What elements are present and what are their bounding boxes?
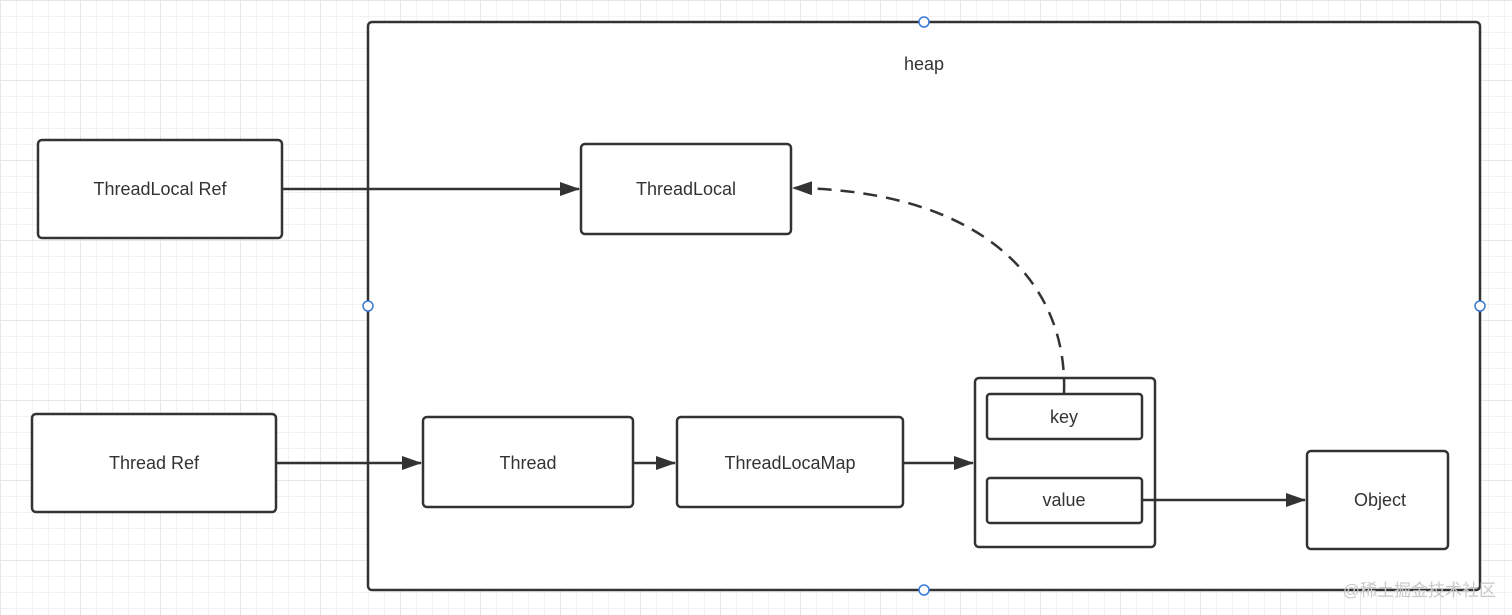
node-threadlocal[interactable]: ThreadLocal: [579, 142, 793, 236]
node-thread-ref-label: Thread Ref: [109, 453, 200, 473]
node-threadlocamap-label: ThreadLocaMap: [724, 453, 855, 473]
watermark-text: @稀土掘金技术社区: [1342, 581, 1496, 600]
node-value-label: value: [1042, 490, 1085, 510]
node-thread-ref[interactable]: Thread Ref: [30, 412, 278, 514]
heap-label: heap: [904, 54, 944, 74]
node-threadlocal-ref[interactable]: ThreadLocal Ref: [36, 138, 284, 240]
node-value[interactable]: value: [985, 476, 1144, 525]
node-threadlocal-label: ThreadLocal: [636, 179, 736, 199]
node-key-label: key: [1050, 407, 1078, 427]
resize-handle-left[interactable]: [362, 300, 374, 312]
node-object-label: Object: [1354, 490, 1406, 510]
resize-handle-top[interactable]: [918, 16, 930, 28]
node-threadlocal-ref-label: ThreadLocal Ref: [93, 179, 227, 199]
resize-handle-bottom[interactable]: [918, 584, 930, 596]
node-object[interactable]: Object: [1305, 449, 1450, 551]
node-key[interactable]: key: [985, 392, 1144, 441]
node-threadlocamap[interactable]: ThreadLocaMap: [675, 415, 905, 509]
node-thread[interactable]: Thread: [421, 415, 635, 509]
resize-handle-right[interactable]: [1474, 300, 1486, 312]
node-thread-label: Thread: [499, 453, 556, 473]
edge-key-weak-ref-to-threadlocal[interactable]: [792, 181, 1066, 394]
